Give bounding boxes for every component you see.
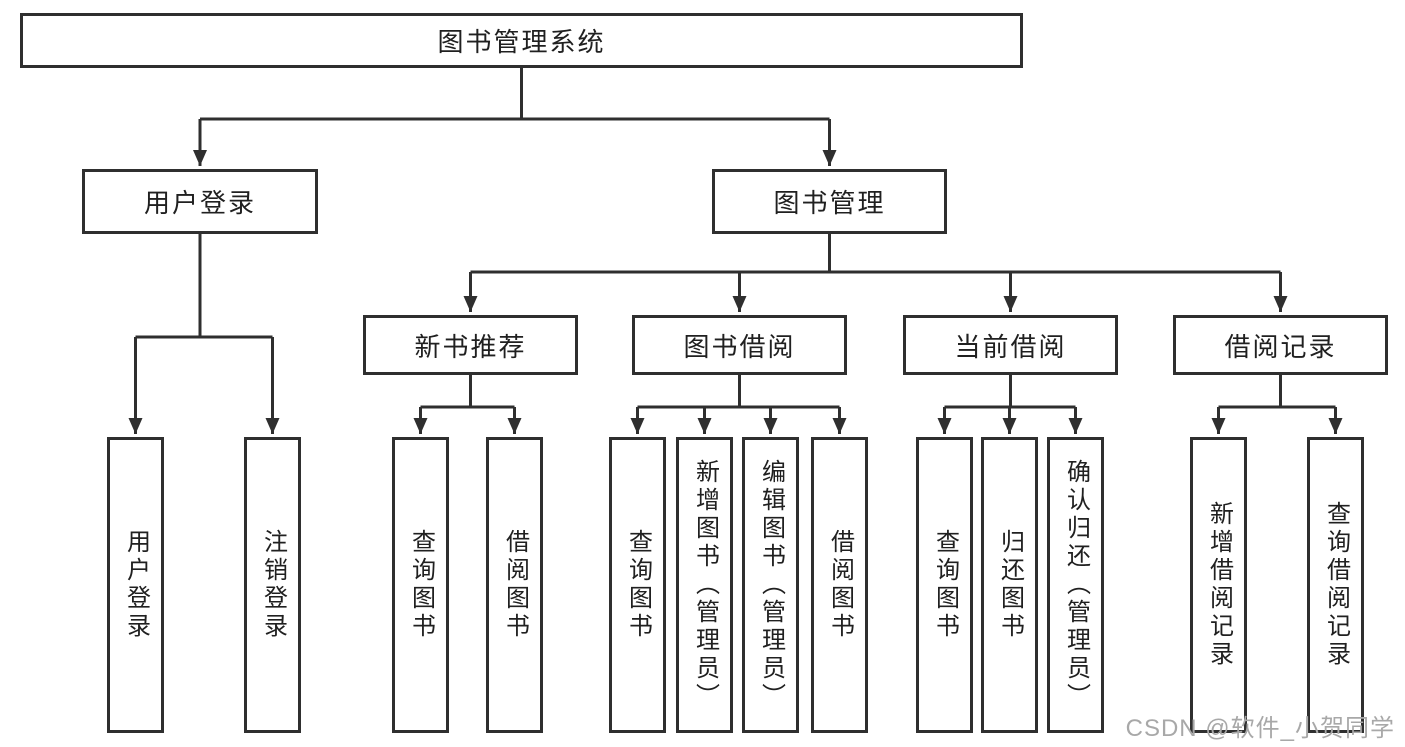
node-library-management-system-label: 图书管理系统	[437, 27, 606, 57]
leaf-logout-label: 注销登录	[259, 529, 287, 641]
leaf-query-books-current-label: 查询图书	[931, 529, 959, 641]
leaf-borrow-books-borrowing: 借阅图书	[811, 437, 868, 733]
node-book-management: 图书管理	[712, 169, 947, 234]
node-new-book-recommend-label: 新书推荐	[414, 331, 527, 362]
leaf-return-book: 归还图书	[981, 437, 1038, 733]
leaf-borrow-books-recommend: 借阅图书	[486, 437, 543, 733]
leaf-borrow-books-borrowing-label: 借阅图书	[826, 529, 854, 641]
node-user-login: 用户登录	[82, 169, 318, 234]
node-user-login-label: 用户登录	[143, 188, 256, 218]
leaf-add-book-admin: 新增图书（管理员）	[676, 437, 733, 733]
leaf-user-login-label: 用户登录	[122, 529, 150, 641]
leaf-borrow-books-recommend-label: 借阅图书	[501, 529, 529, 641]
leaf-confirm-return-admin-label: 确认归还（管理员）	[1062, 459, 1090, 711]
leaf-logout: 注销登录	[244, 437, 301, 733]
leaf-user-login: 用户登录	[107, 437, 164, 733]
node-new-book-recommend: 新书推荐	[363, 315, 578, 375]
leaf-add-borrow-record: 新增借阅记录	[1190, 437, 1247, 733]
leaf-query-books-recommend: 查询图书	[392, 437, 449, 733]
node-book-management-label: 图书管理	[773, 188, 886, 218]
leaf-return-book-label: 归还图书	[996, 529, 1024, 641]
node-book-borrowing-label: 图书借阅	[683, 331, 796, 362]
leaf-query-borrow-record-label: 查询借阅记录	[1322, 501, 1350, 669]
node-current-borrowing-label: 当前借阅	[954, 331, 1067, 362]
connector-arrows	[128, 119, 1343, 434]
leaf-query-borrow-record: 查询借阅记录	[1307, 437, 1364, 733]
leaf-add-book-admin-label: 新增图书（管理员）	[691, 459, 719, 711]
leaf-edit-book-admin: 编辑图书（管理员）	[742, 437, 799, 733]
leaf-query-books-recommend-label: 查询图书	[407, 529, 435, 641]
connector-trunks	[135, 68, 1336, 409]
leaf-add-borrow-record-label: 新增借阅记录	[1205, 501, 1233, 669]
leaf-query-books-borrowing-label: 查询图书	[624, 529, 652, 641]
node-current-borrowing: 当前借阅	[903, 315, 1118, 375]
leaf-query-books-current: 查询图书	[916, 437, 973, 733]
node-borrowing-records: 借阅记录	[1173, 315, 1388, 375]
leaf-confirm-return-admin: 确认归还（管理员）	[1047, 437, 1104, 733]
node-book-borrowing: 图书借阅	[632, 315, 847, 375]
node-library-management-system: 图书管理系统	[20, 13, 1023, 68]
node-borrowing-records-label: 借阅记录	[1224, 331, 1337, 362]
leaf-query-books-borrowing: 查询图书	[609, 437, 666, 733]
leaf-edit-book-admin-label: 编辑图书（管理员）	[757, 459, 785, 711]
